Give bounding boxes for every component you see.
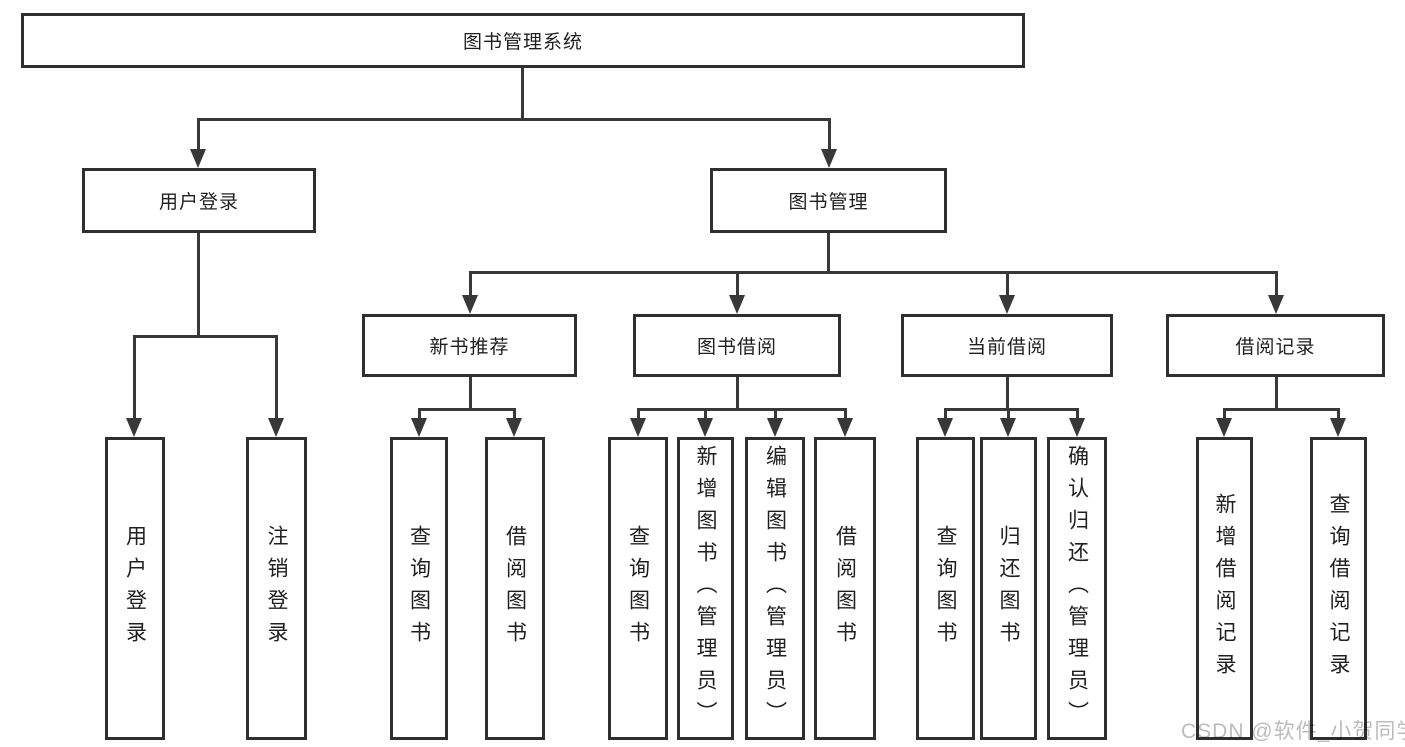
leaf-label: 查询图书 [934,524,957,653]
node-label: 用户登录 [158,192,239,213]
connector-line [1275,271,1278,298]
leaf-label: 借阅图书 [503,524,527,653]
connector-line [521,68,524,120]
connector-line [828,118,831,151]
connector-line [774,408,777,421]
connector-line [944,408,1079,411]
node-user-login: 用户登录 [82,168,316,233]
node-label: 图书借阅 [696,337,777,358]
csdn-watermark: CSDN @软件_小贺同学 [1181,720,1405,743]
arrow-down-icon [190,149,206,168]
leaf-label: 查询借阅记录 [1327,492,1350,685]
leaf-label: 归还图书 [997,524,1020,653]
arrow-down-icon [697,418,713,437]
leaf-edit-books-admin: 编辑图书（管理员） [745,437,805,740]
connector-line [844,408,847,421]
connector-line [1006,271,1009,298]
arrow-down-icon [506,418,522,437]
connector-line [736,377,739,410]
node-label: 借阅记录 [1235,337,1316,358]
leaf-label: 新增图书（管理员） [694,444,717,733]
node-label: 当前借阅 [966,337,1047,358]
arrow-down-icon [1268,295,1284,314]
leaf-query-books-recommend: 查询图书 [390,437,448,740]
connector-line [469,271,1278,274]
connector-line [469,377,472,410]
leaf-label: 新增借阅记录 [1213,492,1236,685]
arrow-down-icon [999,295,1015,314]
node-label: 图书管理 [788,192,869,213]
leaf-label: 用户登录 [123,524,147,653]
arrow-down-icon [268,418,284,437]
arrow-down-icon [937,418,953,437]
leaf-label: 查询图书 [407,524,431,653]
leaf-return-books: 归还图书 [980,437,1037,740]
leaf-label: 编辑图书（管理员） [763,444,787,733]
arrow-down-icon [126,418,142,437]
connector-line [197,233,200,337]
arrow-down-icon [1000,418,1016,437]
leaf-logout: 注销登录 [246,437,307,740]
arrow-down-icon [1216,418,1232,437]
connector-line [1076,408,1079,421]
connector-line [418,408,421,421]
node-borrowing-records: 借阅记录 [1166,314,1385,377]
connector-line [197,118,831,121]
connector-line [704,408,707,421]
node-root-library-management-system: 图书管理系统 [21,13,1025,68]
leaf-label: 注销登录 [265,524,288,653]
leaf-query-books-current: 查询图书 [916,437,975,740]
arrow-down-icon [821,149,837,168]
connector-line [736,271,739,298]
connector-line [1007,408,1010,421]
connector-line [197,118,200,151]
connector-line [1337,408,1340,421]
arrow-down-icon [411,418,427,437]
connector-line [637,408,847,411]
leaf-label: 查询图书 [626,524,650,653]
connector-line [133,335,136,421]
leaf-add-borrow-record: 新增借阅记录 [1196,437,1253,740]
connector-line [133,335,278,338]
connector-line [827,233,830,273]
node-label: 图书管理系统 [462,32,583,53]
connector-line [275,335,278,421]
connector-line [1223,408,1340,411]
leaf-label: 确认归还（管理员） [1065,444,1089,733]
arrow-down-icon [1069,418,1085,437]
connector-line [418,408,516,411]
arrow-down-icon [729,295,745,314]
connector-line [944,408,947,421]
node-current-borrowing: 当前借阅 [901,314,1113,377]
leaf-borrow-books-recommend: 借阅图书 [485,437,545,740]
leaf-add-books-admin: 新增图书（管理员） [677,437,734,740]
leaf-confirm-return-admin: 确认归还（管理员） [1047,437,1107,740]
leaf-label: 借阅图书 [833,524,857,653]
leaf-query-borrow-record: 查询借阅记录 [1310,437,1367,740]
leaf-user-login: 用户登录 [105,437,165,740]
arrow-down-icon [837,418,853,437]
leaf-query-books-borrow: 查询图书 [608,437,668,740]
node-label: 新书推荐 [429,337,510,358]
arrow-down-icon [1330,418,1346,437]
connector-line [1275,377,1278,410]
leaf-borrow-books: 借阅图书 [814,437,876,740]
arrow-down-icon [630,418,646,437]
connector-line [1006,377,1009,410]
node-book-borrowing: 图书借阅 [633,314,841,377]
connector-line [513,408,516,421]
connector-line [637,408,640,421]
node-new-book-recommendation: 新书推荐 [362,314,577,377]
connector-line [469,271,472,298]
arrow-down-icon [767,418,783,437]
arrow-down-icon [462,295,478,314]
connector-line [1223,408,1226,421]
node-book-management: 图书管理 [710,168,947,233]
